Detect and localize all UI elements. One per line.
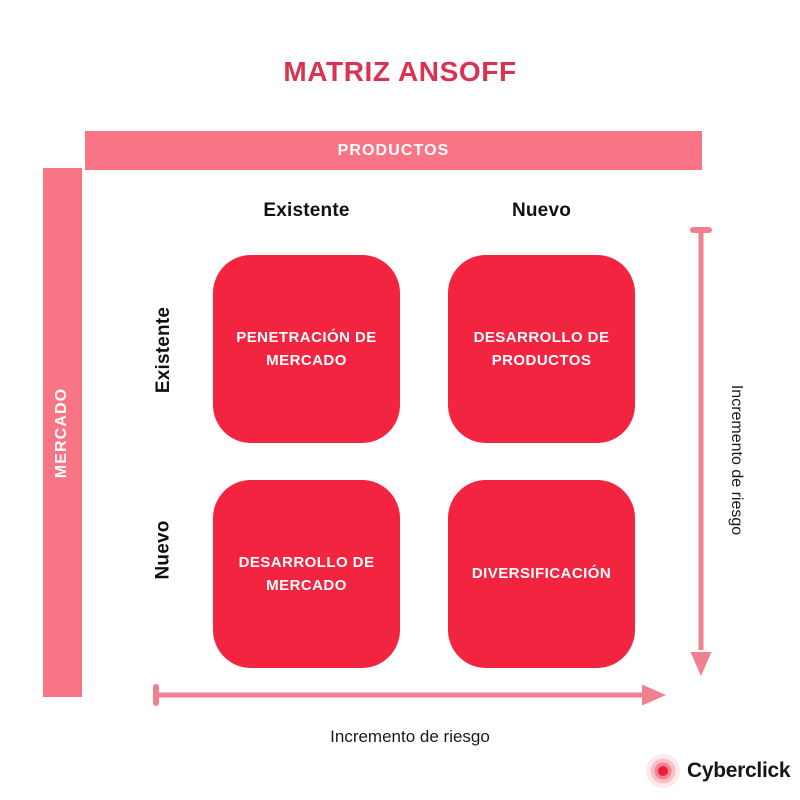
products-axis-banner: PRODUCTOS (85, 131, 702, 170)
quadrant-diversificacion[interactable]: DIVERSIFICACIÓN (448, 480, 635, 668)
quadrant-label: DESARROLLO DE MERCADO (238, 553, 375, 594)
row-header-existente-text: Existente (153, 306, 174, 394)
quadrant-desarrollo-de-mercado[interactable]: DESARROLLO DE MERCADO (213, 480, 400, 668)
quadrant-penetracion-de-mercado[interactable]: PENETRACIÓN DE MERCADO (213, 255, 400, 443)
cyberclick-logo[interactable]: Cyberclick (645, 753, 791, 789)
horizontal-risk-axis-label: Incremento de riesgo (330, 727, 490, 746)
vertical-risk-axis-label: Incremento de riesgo (728, 384, 745, 536)
page-title: MATRIZ ANSOFF (283, 56, 517, 87)
horizontal-risk-arrow-icon (150, 682, 670, 708)
cyberclick-wordmark: Cyberclick (687, 759, 791, 782)
column-header-nuevo: Nuevo (511, 200, 572, 221)
row-header-nuevo-text: Nuevo (152, 520, 174, 580)
vertical-risk-arrow-icon (688, 224, 714, 680)
market-axis-banner: MERCADO (43, 168, 82, 697)
row-header-nuevo: Nuevo (124, 520, 204, 579)
column-header-existente: Existente (263, 200, 350, 221)
market-axis-label: MERCADO (53, 387, 71, 478)
radar-dot-icon (645, 753, 681, 789)
quadrant-label: DIVERSIFICACIÓN (471, 565, 612, 583)
row-header-existente: Existente (124, 307, 204, 393)
quadrant-label: DESARROLLO DE PRODUCTOS (473, 328, 610, 369)
quadrant-label: PENETRACIÓN DE MERCADO (236, 328, 377, 369)
quadrant-desarrollo-de-productos[interactable]: DESARROLLO DE PRODUCTOS (448, 255, 635, 443)
products-axis-label: PRODUCTOS (337, 141, 450, 159)
